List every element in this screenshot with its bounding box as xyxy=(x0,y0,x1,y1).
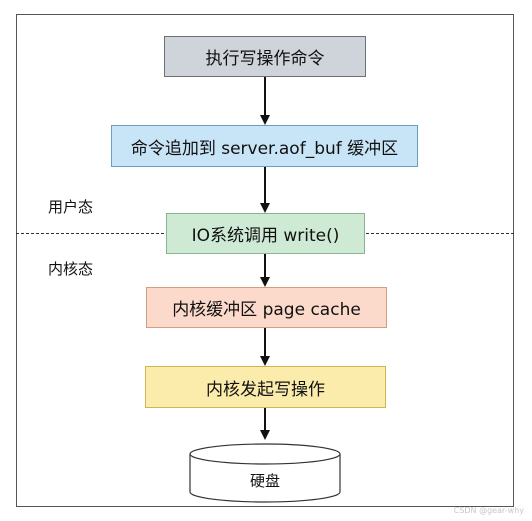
step-kernel-write: 内核发起写操作 xyxy=(145,366,386,408)
diagram-frame xyxy=(16,14,514,507)
disk-cylinder xyxy=(189,443,341,503)
watermark: CSDN @gear-why xyxy=(453,506,524,515)
step-append-aof-buf: 命令追加到 server.aof_buf 缓冲区 xyxy=(111,125,418,167)
step-write-syscall: IO系统调用 write() xyxy=(166,213,365,254)
region-label-kernel: 内核态 xyxy=(48,260,94,278)
region-label-user: 用户态 xyxy=(48,198,94,216)
step-page-cache: 内核缓冲区 page cache xyxy=(146,287,387,328)
disk-label: 硬盘 xyxy=(249,472,280,490)
step-write-command: 执行写操作命令 xyxy=(164,36,366,77)
